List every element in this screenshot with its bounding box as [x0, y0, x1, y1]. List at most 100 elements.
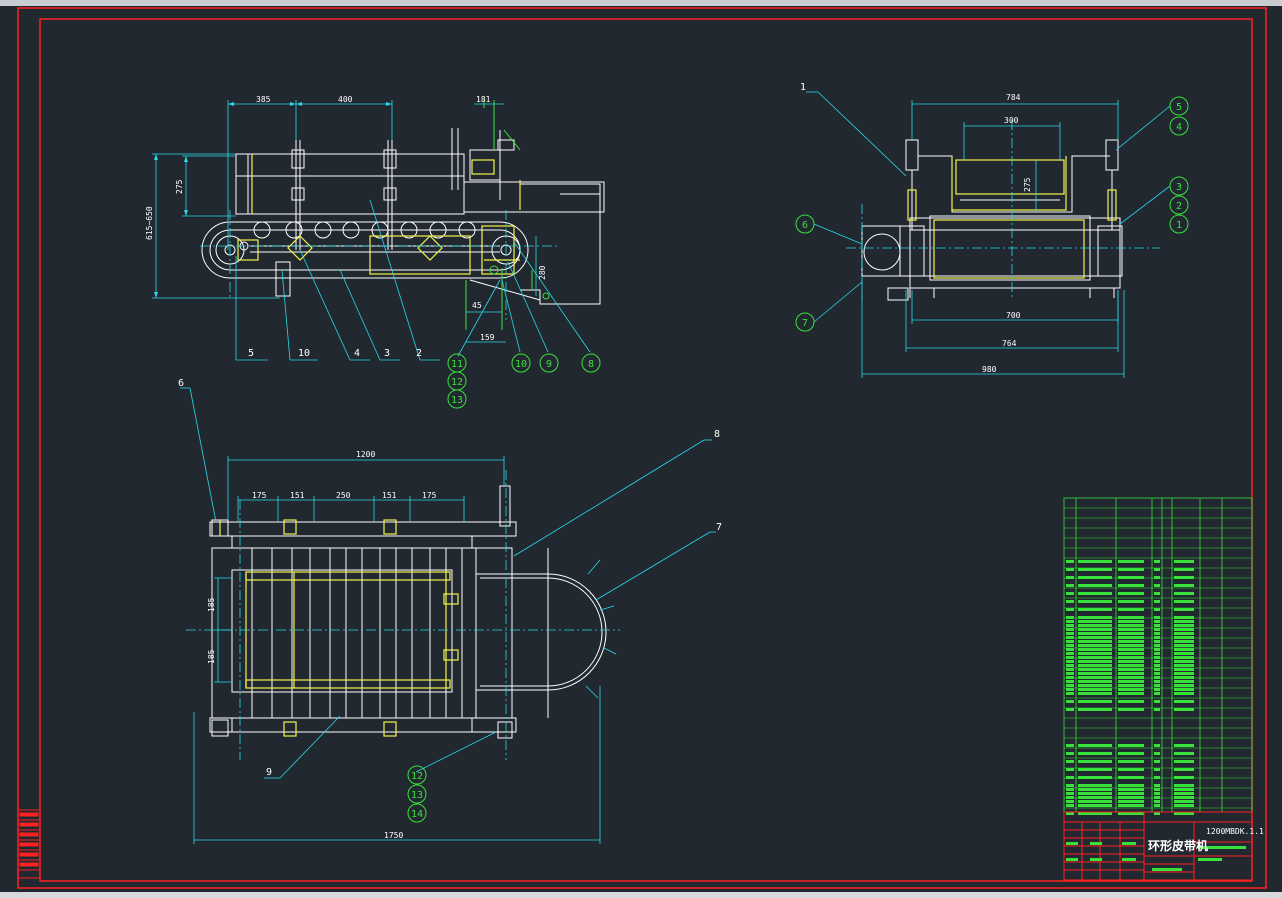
parts-list-cell — [1174, 652, 1194, 655]
parts-list-cell — [1174, 688, 1194, 691]
parts-list-cell — [1154, 768, 1160, 771]
parts-list-cell — [1078, 636, 1112, 639]
parts-list-cell — [1066, 708, 1074, 711]
parts-list-cell — [1078, 768, 1112, 771]
parts-list-cell — [1174, 668, 1194, 671]
parts-list-cell — [1066, 568, 1074, 571]
parts-list-cell — [1154, 760, 1160, 763]
parts-list-cell — [1174, 592, 1194, 595]
parts-list-cell — [1118, 652, 1144, 655]
parts-list-cell — [1118, 752, 1144, 755]
dim-175-b: 175 — [422, 491, 437, 500]
parts-list-cell — [1078, 560, 1112, 563]
parts-list-cell — [1066, 792, 1074, 795]
parts-list-cell — [1154, 684, 1160, 687]
parts-list-cell — [1174, 624, 1194, 627]
balloon-6-top: 6 — [178, 378, 184, 389]
balloon-8: 8 — [588, 359, 594, 370]
parts-list-cell — [1118, 636, 1144, 639]
parts-list-cell — [1154, 668, 1160, 671]
dim-185-a: 185 — [207, 597, 216, 612]
title-block-cell — [1198, 846, 1246, 849]
balloon-12: 12 — [451, 377, 463, 388]
parts-list-cell — [1066, 760, 1074, 763]
balloon-3: 3 — [384, 348, 390, 359]
parts-list-cell — [1066, 692, 1074, 695]
parts-list-cell — [1066, 560, 1074, 563]
parts-list-cell — [1154, 800, 1160, 803]
parts-list-cell — [1174, 692, 1194, 695]
parts-list-cell — [1066, 768, 1074, 771]
parts-list-cell — [1174, 632, 1194, 635]
parts-list-cell — [1078, 576, 1112, 579]
parts-list-cell — [1154, 752, 1160, 755]
parts-list-cell — [1078, 776, 1112, 779]
parts-list-cell — [1066, 600, 1074, 603]
parts-list-cell — [1118, 684, 1144, 687]
dim-700: 700 — [1006, 311, 1021, 320]
parts-list-cell — [1066, 700, 1074, 703]
parts-list-cell — [1078, 804, 1112, 807]
balloon-13: 13 — [451, 395, 463, 406]
dim-181: 181 — [476, 95, 491, 104]
parts-list-cell — [1154, 600, 1160, 603]
parts-list-cell — [1154, 608, 1160, 611]
parts-list-cell — [1078, 792, 1112, 795]
parts-list-cell — [1066, 616, 1074, 619]
side-view: 784 300 275 700 764 980 1 5 4 3 2 1 6 7 — [795, 82, 1189, 378]
parts-list-cell — [1174, 744, 1194, 747]
parts-list-cell — [1174, 628, 1194, 631]
parts-list-cell — [1078, 812, 1112, 815]
balloon-9: 9 — [546, 359, 552, 370]
parts-list-cell — [1174, 568, 1194, 571]
drawing-number: 1200MBDK.1.1 — [1206, 827, 1264, 836]
parts-list-cell — [1066, 624, 1074, 627]
parts-list-cell — [1154, 812, 1160, 815]
parts-list-cell — [1154, 664, 1160, 667]
parts-list-cell — [1066, 584, 1074, 587]
parts-list-cell — [1078, 620, 1112, 623]
dim-275-side: 275 — [1023, 177, 1032, 192]
title-block-title: 环形皮带机 — [1148, 838, 1208, 853]
balloon-8-top: 8 — [714, 429, 720, 440]
parts-list-cell — [1174, 560, 1194, 563]
parts-list-cell — [1118, 668, 1144, 671]
dim-151-a: 151 — [290, 491, 305, 500]
parts-list-cell — [1078, 800, 1112, 803]
parts-list-cell — [1078, 680, 1112, 683]
parts-list-cell — [1118, 792, 1144, 795]
parts-list-cell — [1066, 800, 1074, 803]
parts-list-cell — [1078, 568, 1112, 571]
parts-list-cell — [1174, 768, 1194, 771]
title-block-cell — [1198, 858, 1222, 861]
dim-159: 159 — [480, 333, 495, 342]
parts-list-cell — [1174, 676, 1194, 679]
parts-list-cell — [1066, 648, 1074, 651]
parts-list-cell — [1066, 592, 1074, 595]
parts-list-cell — [1154, 644, 1160, 647]
parts-list-cell — [1174, 644, 1194, 647]
dim-45: 45 — [472, 301, 482, 310]
parts-list-cell — [1154, 592, 1160, 595]
dim-151-b: 151 — [382, 491, 397, 500]
parts-list-cell — [1078, 656, 1112, 659]
balloon-4-side: 4 — [1176, 122, 1182, 133]
parts-list-cell — [1066, 652, 1074, 655]
parts-list-cell — [1078, 616, 1112, 619]
parts-list-cell — [1066, 684, 1074, 687]
parts-list-cell — [1078, 688, 1112, 691]
balloon-1-side: 1 — [800, 82, 806, 93]
revision-box — [17, 809, 41, 879]
parts-list-cell — [1154, 692, 1160, 695]
dim-764: 764 — [1002, 339, 1017, 348]
parts-list-cell — [1078, 784, 1112, 787]
parts-list-cell — [1154, 648, 1160, 651]
parts-list-cell — [1174, 784, 1194, 787]
parts-list-cell — [1066, 664, 1074, 667]
parts-list-cell — [1118, 776, 1144, 779]
parts-list-cell — [1118, 608, 1144, 611]
parts-list-cell — [1174, 576, 1194, 579]
dim-300: 300 — [1004, 116, 1019, 125]
title-block-fills — [1066, 842, 1246, 871]
parts-list-cell — [1078, 652, 1112, 655]
